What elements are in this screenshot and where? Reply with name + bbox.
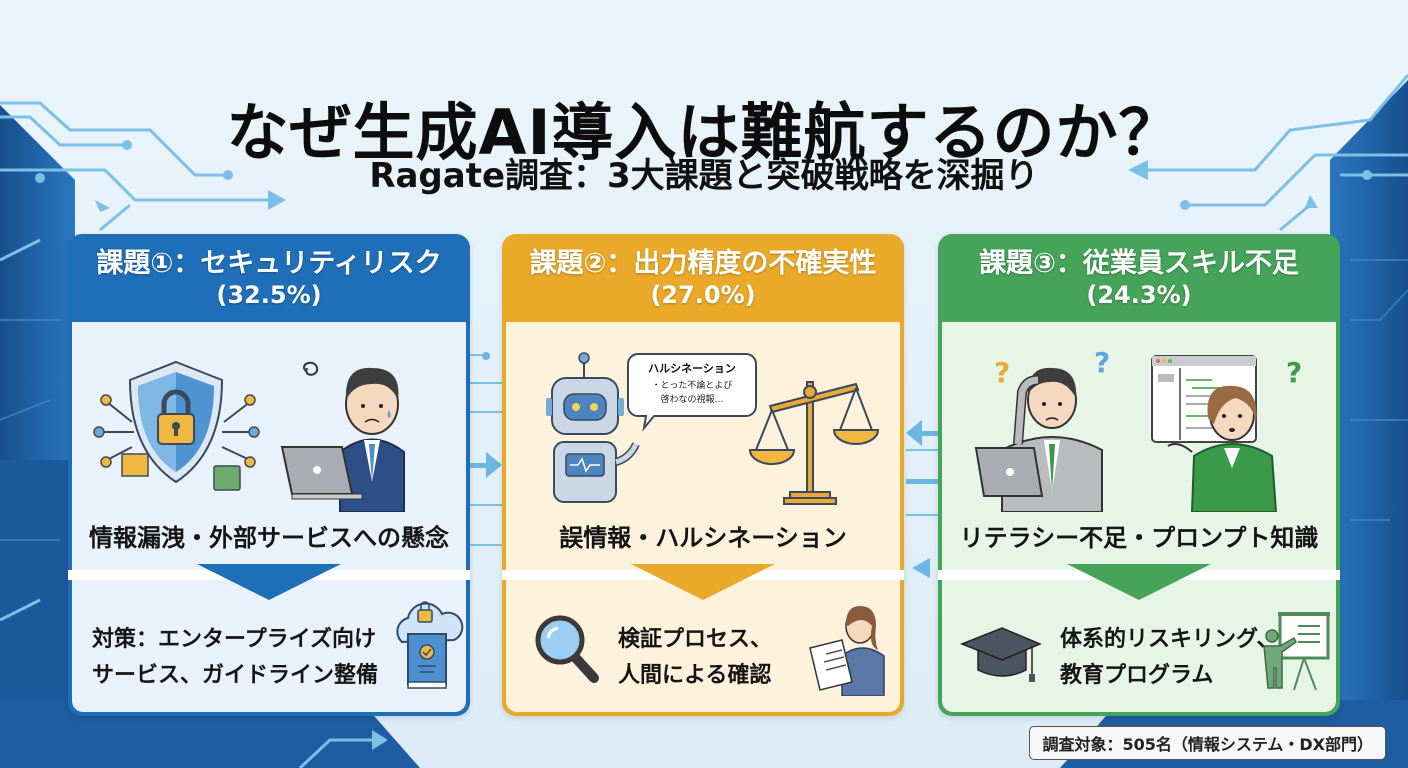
challenge-panel-security: 課題①：セキュリティリスク (32.5%) xyxy=(68,234,470,716)
panel-body: 情報漏洩・外部サービスへの懸念 対策：エンタープライズ向け サービス、ガイドライ… xyxy=(68,322,470,712)
svg-text:?: ? xyxy=(994,356,1010,389)
confused-man-laptop-icon: ? ? xyxy=(974,346,1110,512)
panel-header: 課題②：出力精度の不確実性 (27.0%) xyxy=(502,234,904,320)
panel-body: ハルシネーション ・とった不論とよび 啓わなの視報… 誤情報・ハルシネーション xyxy=(502,322,904,712)
challenge-percent: (24.3%) xyxy=(1086,281,1192,309)
panel-header: 課題①：セキュリティリスク (32.5%) xyxy=(68,234,470,320)
worried-businessman-laptop-icon xyxy=(280,361,405,512)
challenge-heading: 課題②：出力精度の不確実性 xyxy=(529,248,877,279)
issue-text: 誤情報・ハルシネーション xyxy=(559,524,847,552)
solution-line-1: 検証プロセス、 xyxy=(618,627,773,652)
down-arrow-icon xyxy=(1067,564,1211,600)
svg-text:?: ? xyxy=(1094,346,1110,379)
panel-body: ? ? ? xyxy=(938,322,1340,712)
svg-text:啓わなの視報…: 啓わなの視報… xyxy=(660,393,723,405)
challenge-heading: 課題③：従業員スキル不足 xyxy=(979,248,1299,279)
down-arrow-icon xyxy=(197,564,341,600)
issue-text: リテラシー不足・プロンプト知識 xyxy=(959,524,1319,552)
page-title: なぜ生成AI導入は難航するのか？ xyxy=(226,96,1182,169)
svg-text:ハルシネーション: ハルシネーション xyxy=(648,362,736,375)
cloud-lock-guidebook-icon xyxy=(396,601,464,689)
challenge-panel-skills: 課題③：従業員スキル不足 (24.3%) ? ? xyxy=(938,234,1340,716)
balance-scale-icon xyxy=(748,381,880,505)
solution-line-1: 対策：エンタープライズ向け xyxy=(92,627,377,652)
accuracy-illustration: ハルシネーション ・とった不論とよび 啓わなの視報… xyxy=(546,352,880,505)
challenge-panel-accuracy: 課題②：出力精度の不確実性 (27.0%) ハルシネーション xyxy=(502,234,904,716)
woman-reviewing-document-icon xyxy=(809,606,885,696)
shield-lock-icon xyxy=(93,360,260,491)
down-arrow-icon xyxy=(631,564,775,600)
confused-woman-screen-icon: ? xyxy=(1151,355,1302,512)
solution-line-1: 体系的リスキリング、 xyxy=(1060,627,1279,652)
security-illustration xyxy=(93,360,405,512)
challenge-heading: 課題①：セキュリティリスク xyxy=(96,248,442,279)
survey-footnote: 調査対象：505名（情報システム・DX部門） xyxy=(1029,726,1386,760)
skills-illustration: ? ? ? xyxy=(974,346,1302,512)
solution-line-2: 人間による確認 xyxy=(618,663,772,688)
speech-bubble: ハルシネーション ・とった不論とよび 啓わなの視報… xyxy=(627,353,757,432)
solution-text: 対策：エンタープライズ向け サービス、ガイドライン整備 xyxy=(92,622,378,694)
page-subtitle: Ragate調査：3大課題と突破戦略を深掘り xyxy=(369,156,1039,196)
magnifier-icon xyxy=(535,615,599,683)
challenge-percent: (27.0%) xyxy=(650,281,756,309)
solution-text: 体系的リスキリング、 教育プログラム xyxy=(1060,622,1278,694)
svg-text:・とった不論とよび: ・とった不論とよび xyxy=(652,379,733,391)
solution-line-2: サービス、ガイドライン整備 xyxy=(92,663,379,688)
panel-header: 課題③：従業員スキル不足 (24.3%) xyxy=(938,234,1340,320)
graduation-cap-icon xyxy=(960,627,1042,682)
robot-icon xyxy=(546,352,640,503)
svg-text:?: ? xyxy=(1286,356,1302,389)
solution-text: 検証プロセス、 人間による確認 xyxy=(618,622,772,694)
issue-text: 情報漏洩・外部サービスへの懸念 xyxy=(89,524,449,552)
challenge-percent: (32.5%) xyxy=(216,281,322,309)
presenter-whiteboard-icon xyxy=(1263,612,1330,691)
solution-line-2: 教育プログラム xyxy=(1060,663,1214,688)
